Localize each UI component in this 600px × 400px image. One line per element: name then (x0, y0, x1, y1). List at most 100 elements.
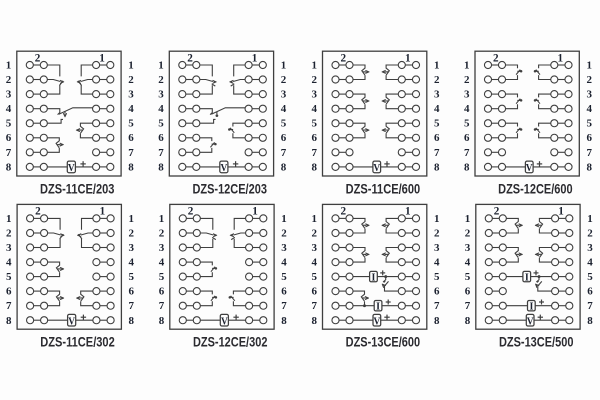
svg-text:5: 5 (311, 271, 317, 283)
svg-text:3: 3 (281, 242, 287, 254)
svg-text:6: 6 (158, 132, 164, 144)
svg-text:2: 2 (6, 228, 12, 240)
svg-text:7: 7 (159, 300, 165, 312)
svg-text:5: 5 (128, 118, 134, 130)
svg-text:3: 3 (128, 89, 134, 101)
svg-text:8: 8 (158, 161, 164, 173)
svg-text:3: 3 (586, 89, 592, 101)
svg-text:3: 3 (6, 242, 12, 254)
svg-text:1: 1 (586, 60, 592, 72)
svg-text:5: 5 (6, 118, 12, 130)
svg-text:1: 1 (281, 213, 287, 225)
svg-text:5: 5 (434, 271, 440, 283)
svg-text:2: 2 (188, 206, 194, 218)
svg-text:7: 7 (311, 300, 317, 312)
svg-text:8: 8 (281, 161, 287, 173)
svg-text:3: 3 (129, 242, 135, 254)
svg-text:1: 1 (587, 213, 593, 225)
svg-text:2: 2 (159, 228, 165, 240)
svg-text:7: 7 (465, 300, 471, 312)
svg-text:8: 8 (129, 315, 135, 327)
svg-text:2: 2 (311, 228, 317, 240)
svg-text:2: 2 (465, 228, 471, 240)
svg-text:2: 2 (128, 74, 134, 86)
svg-text:3: 3 (465, 242, 471, 254)
svg-text:1: 1 (405, 52, 411, 64)
svg-text:3: 3 (281, 89, 287, 101)
svg-text:1: 1 (158, 60, 164, 72)
svg-text:DZS-11CE/600: DZS-11CE/600 (346, 182, 421, 197)
svg-text:3: 3 (311, 242, 317, 254)
svg-text:1: 1 (558, 52, 564, 64)
svg-text:8: 8 (6, 161, 12, 173)
svg-text:V: V (527, 316, 534, 328)
svg-text:6: 6 (281, 132, 287, 144)
svg-text:2: 2 (35, 52, 41, 64)
svg-text:V: V (374, 316, 381, 328)
svg-text:1: 1 (100, 206, 106, 218)
svg-text:V: V (68, 162, 75, 174)
svg-text:7: 7 (434, 147, 440, 159)
svg-text:5: 5 (159, 271, 165, 283)
svg-text:1: 1 (281, 60, 287, 72)
svg-text:2: 2 (434, 228, 440, 240)
svg-text:1: 1 (252, 206, 258, 218)
svg-text:1: 1 (434, 213, 440, 225)
svg-text:7: 7 (586, 147, 592, 159)
svg-text:5: 5 (311, 118, 317, 130)
svg-text:7: 7 (6, 147, 12, 159)
svg-text:1: 1 (311, 60, 317, 72)
svg-text:3: 3 (158, 89, 164, 101)
svg-text:7: 7 (6, 300, 12, 312)
svg-text:7: 7 (128, 147, 134, 159)
svg-text:7: 7 (311, 147, 317, 159)
svg-text:DZS-13CE/600: DZS-13CE/600 (346, 335, 421, 350)
svg-text:1: 1 (99, 52, 105, 64)
svg-text:DZS-11CE/302: DZS-11CE/302 (40, 335, 115, 350)
svg-text:5: 5 (129, 271, 135, 283)
svg-text:6: 6 (587, 286, 593, 298)
svg-text:2: 2 (6, 74, 12, 86)
svg-text:1: 1 (129, 213, 135, 225)
svg-text:2: 2 (586, 74, 592, 86)
svg-text:4: 4 (587, 257, 593, 269)
svg-text:8: 8 (586, 161, 592, 173)
svg-text:3: 3 (159, 242, 165, 254)
svg-text:7: 7 (587, 300, 593, 312)
svg-text:V: V (373, 162, 380, 174)
svg-text:6: 6 (465, 286, 471, 298)
svg-text:2: 2 (341, 206, 347, 218)
svg-text:1: 1 (464, 60, 470, 72)
svg-text:1: 1 (558, 206, 564, 218)
svg-text:3: 3 (6, 89, 12, 101)
svg-text:6: 6 (586, 132, 592, 144)
svg-text:1: 1 (159, 213, 165, 225)
svg-text:4: 4 (281, 103, 287, 115)
svg-text:V: V (221, 162, 228, 174)
svg-text:1: 1 (6, 213, 12, 225)
svg-text:8: 8 (311, 161, 317, 173)
svg-text:4: 4 (158, 103, 164, 115)
svg-text:V: V (221, 316, 228, 328)
svg-text:1: 1 (405, 206, 411, 218)
svg-text:6: 6 (159, 286, 165, 298)
svg-text:1: 1 (252, 52, 258, 64)
svg-text:6: 6 (434, 132, 440, 144)
svg-text:5: 5 (6, 271, 12, 283)
svg-text:8: 8 (281, 315, 287, 327)
svg-text:2: 2 (493, 52, 499, 64)
svg-text:6: 6 (281, 286, 287, 298)
svg-text:2: 2 (35, 206, 41, 218)
svg-text:6: 6 (311, 286, 317, 298)
svg-text:4: 4 (311, 103, 317, 115)
svg-text:3: 3 (464, 89, 470, 101)
svg-text:4: 4 (434, 103, 440, 115)
svg-text:8: 8 (311, 315, 317, 327)
svg-text:4: 4 (159, 257, 165, 269)
svg-text:V: V (68, 316, 75, 328)
svg-text:4: 4 (281, 257, 287, 269)
svg-text:1: 1 (311, 213, 317, 225)
svg-text:I: I (525, 272, 529, 283)
svg-text:6: 6 (6, 286, 12, 298)
svg-text:7: 7 (464, 147, 470, 159)
